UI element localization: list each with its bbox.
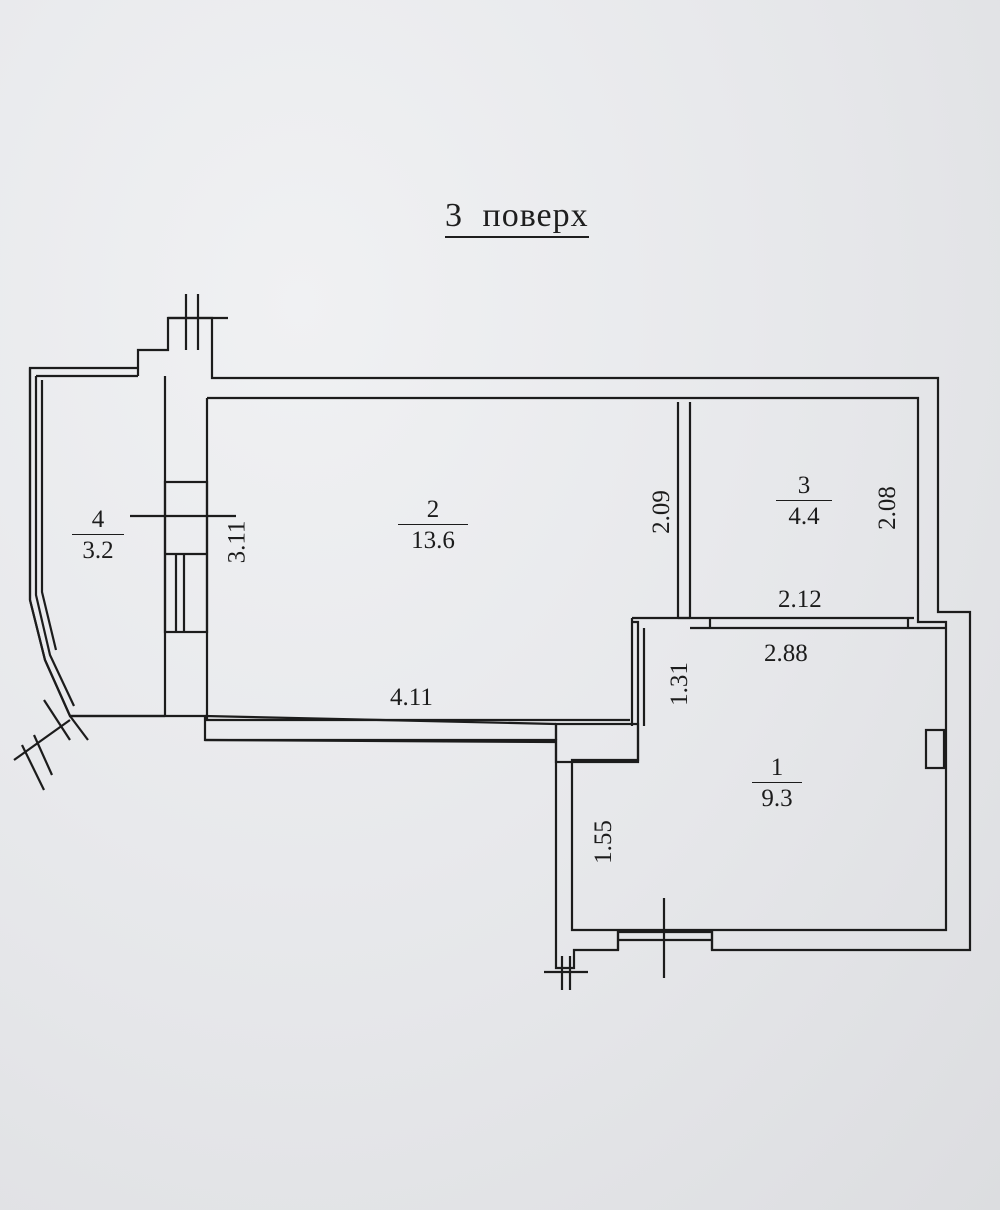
dim-room2-width: 4.11: [390, 684, 433, 711]
room-number: 3: [797, 472, 811, 499]
floor-title: 3 поверх: [445, 196, 589, 238]
room-area: 3.2: [72, 534, 124, 565]
dim-room1-upper: 1.31: [665, 662, 693, 706]
dim-room1-width: 2.88: [764, 640, 808, 667]
room-2-walls: [205, 398, 630, 722]
vent-duct: [924, 728, 946, 770]
outer-wall-inner: [207, 396, 948, 932]
balcony-door: [163, 480, 209, 634]
column: [554, 722, 640, 764]
room-area: 4.4: [776, 500, 832, 531]
room-area: 9.3: [752, 782, 802, 813]
dim-room2-right: 2.09: [647, 490, 675, 534]
dim-room1-left: 1.55: [589, 820, 617, 864]
room-number: 1: [770, 754, 784, 781]
dim-room3-width: 2.12: [778, 586, 822, 613]
room-number: 4: [91, 506, 105, 533]
room-number: 2: [426, 496, 440, 523]
room-4-label: 4 3.2: [72, 506, 124, 565]
dim-room2-height: 3.11: [223, 520, 251, 564]
room-3-label: 3 4.4: [776, 472, 832, 531]
room-1-label: 1 9.3: [752, 754, 802, 813]
corridor-wall: [204, 714, 557, 726]
outer-wall-outline: [136, 316, 972, 970]
dim-room3-right: 2.08: [873, 486, 901, 530]
room-area: 13.6: [398, 524, 468, 555]
room-2-label: 2 13.6: [398, 496, 468, 555]
